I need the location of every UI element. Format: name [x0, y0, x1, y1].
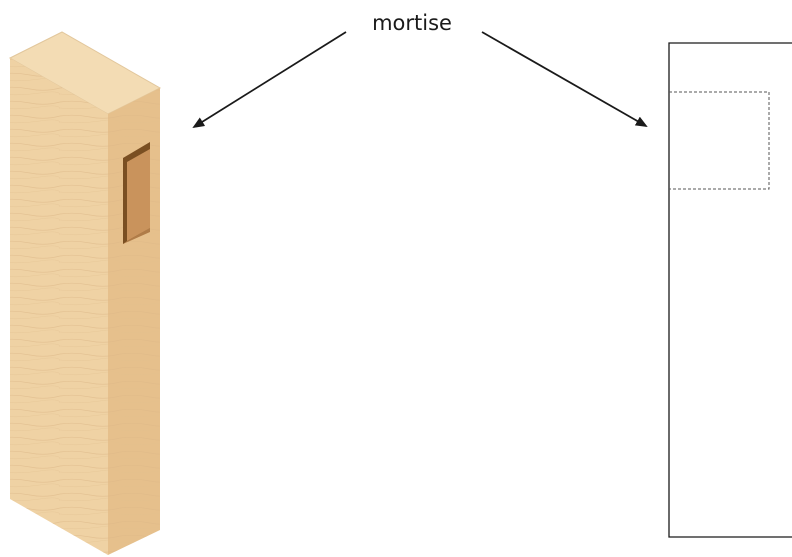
- arrow-to-post: [192, 31, 347, 129]
- mortise-callout: mortise: [192, 11, 648, 129]
- mortise-hidden-lines: [669, 91, 770, 190]
- mortise-inner-floor: [123, 228, 150, 244]
- isometric-post: [8, 31, 162, 555]
- post-side-grain: [10, 58, 108, 555]
- orthographic-view: [668, 42, 792, 538]
- mortise-label: mortise: [372, 11, 452, 35]
- arrow-to-drawing: [481, 31, 648, 127]
- ortho-outline: [668, 42, 792, 538]
- mortise-inner-wall: [127, 149, 150, 241]
